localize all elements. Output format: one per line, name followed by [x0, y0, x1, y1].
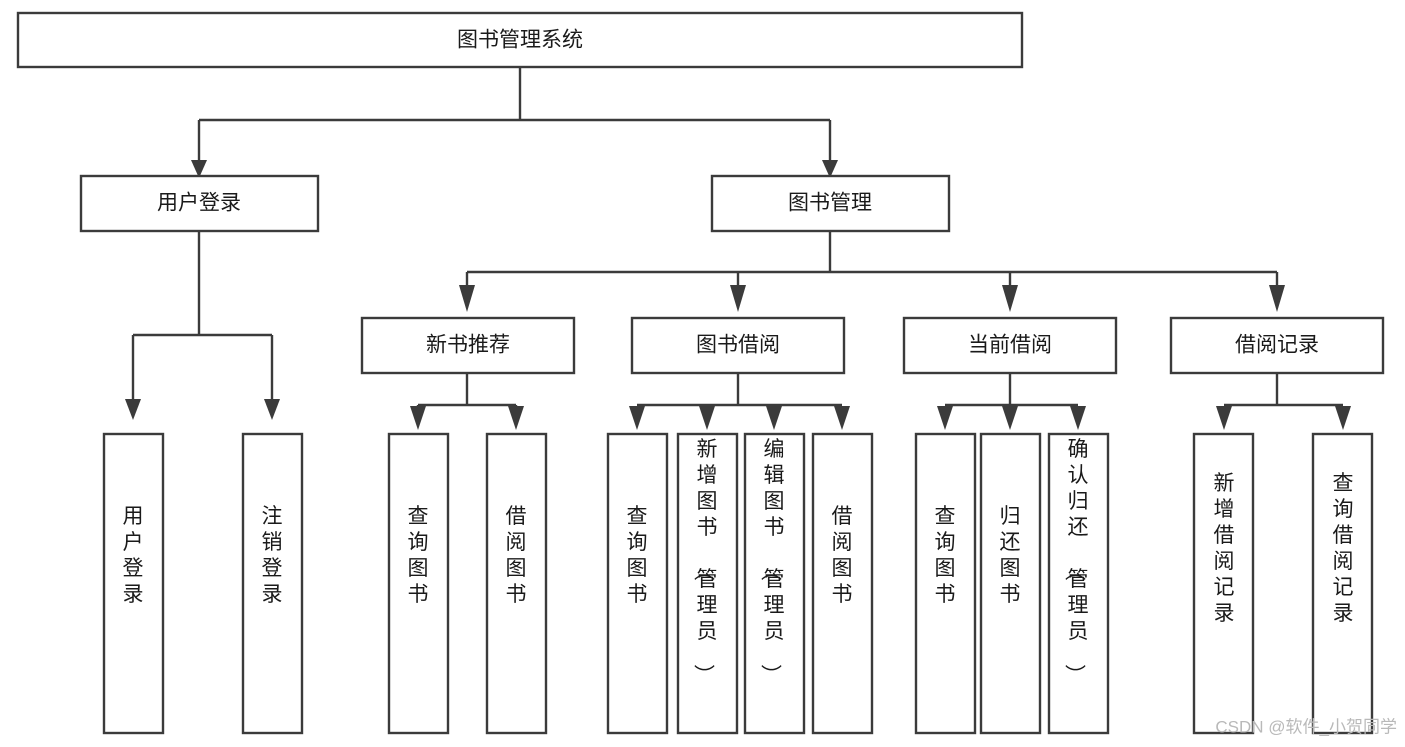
leaf-add-record-box[interactable] [1192, 432, 1255, 735]
node-leaf-query-book-1[interactable]: 查询图书 [387, 432, 450, 735]
leaf-confirm-return-label: 确认归还（管理员） [1063, 438, 1089, 685]
node-leaf-query-book-2[interactable]: 查询图书 [606, 432, 669, 735]
arrow-head-current-borrow [1002, 285, 1018, 312]
arrow-head-leaf-confirm-return [1070, 406, 1086, 430]
arrow-head-leaf-query-book-1 [410, 406, 426, 430]
root-label: 图书管理系统 [457, 29, 583, 52]
arrow-head-user-login [191, 160, 207, 178]
arrow-head-leaf-query-book-3 [937, 406, 953, 430]
leaf-query-record-box[interactable] [1311, 432, 1374, 735]
node-leaf-confirm-return[interactable]: 确认归还（管理员） [1047, 432, 1110, 735]
leaf-borrow-book-2-label: 借阅图书 [832, 505, 853, 606]
node-leaf-edit-book[interactable]: 编辑图书（管理员） [743, 432, 806, 735]
node-book-management[interactable]: 图书管理 [710, 174, 951, 233]
leaf-query-book-3-label: 查询图书 [935, 505, 956, 606]
leaf-query-book-1-label: 查询图书 [408, 505, 429, 606]
leaf-query-book-3-box[interactable] [914, 432, 977, 735]
node-leaf-borrow-book-1[interactable]: 借阅图书 [485, 432, 548, 735]
node-leaf-add-record[interactable]: 新增借阅记录 [1192, 432, 1255, 735]
book-management-box[interactable] [710, 174, 951, 233]
node-leaf-user-login[interactable]: 用户登录 [102, 432, 165, 735]
arrow-head-leaf-user-login [125, 399, 141, 420]
user-login-label: 用户登录 [157, 192, 241, 215]
node-book-borrow[interactable]: 图书借阅 [630, 316, 846, 375]
arrow-head-book-management [822, 160, 838, 178]
node-leaf-borrow-book-2[interactable]: 借阅图书 [811, 432, 874, 735]
node-user-login[interactable]: 用户登录 [79, 174, 320, 233]
leaf-query-record-label: 查询借阅记录 [1333, 472, 1354, 625]
current-borrow-label: 当前借阅 [968, 334, 1052, 357]
arrow-head-leaf-add-record [1216, 406, 1232, 430]
leaf-user-logout-box[interactable] [241, 432, 304, 735]
leaf-add-book-label: 新增图书（管理员） [692, 438, 718, 685]
node-leaf-return-book[interactable]: 归还图书 [979, 432, 1042, 735]
arrow-head-leaf-query-record [1335, 406, 1351, 430]
node-leaf-query-record[interactable]: 查询借阅记录 [1311, 432, 1374, 735]
user-login-box[interactable] [79, 174, 320, 233]
arrow-head-leaf-add-book [699, 406, 715, 430]
leaf-confirm-return-box[interactable] [1047, 432, 1110, 735]
leaf-query-book-1-box[interactable] [387, 432, 450, 735]
node-leaf-add-book[interactable]: 新增图书（管理员） [676, 432, 739, 735]
book-management-label: 图书管理 [788, 192, 872, 215]
connector-layer [125, 67, 1351, 430]
leaf-borrow-book-2-box[interactable] [811, 432, 874, 735]
node-leaf-query-book-3[interactable]: 查询图书 [914, 432, 977, 735]
leaf-user-logout-label: 注销登录 [262, 505, 283, 606]
borrow-record-box[interactable] [1169, 316, 1385, 375]
leaf-edit-book-box[interactable] [743, 432, 806, 735]
arrow-head-leaf-edit-book [766, 406, 782, 430]
leaf-user-login-box[interactable] [102, 432, 165, 735]
arrow-head-leaf-borrow-book-2 [834, 406, 850, 430]
root-box[interactable] [16, 11, 1024, 69]
new-book-recommend-box[interactable] [360, 316, 576, 375]
node-leaf-user-logout[interactable]: 注销登录 [241, 432, 304, 735]
arrow-head-borrow-record [1269, 285, 1285, 312]
node-root-book-management-system[interactable]: 图书管理系统 [16, 11, 1024, 69]
leaf-borrow-book-1-label: 借阅图书 [506, 505, 527, 606]
arrow-head-book-borrow [730, 285, 746, 312]
arrow-head-leaf-return-book [1002, 406, 1018, 430]
arrow-head-new-book-recommend [459, 285, 475, 312]
leaf-return-book-box[interactable] [979, 432, 1042, 735]
leaf-edit-book-label: 编辑图书（管理员） [759, 438, 785, 685]
node-borrow-record[interactable]: 借阅记录 [1169, 316, 1385, 375]
leaf-borrow-book-1-box[interactable] [485, 432, 548, 735]
leaf-query-book-2-label: 查询图书 [627, 505, 648, 606]
leaf-add-book-box[interactable] [676, 432, 739, 735]
node-new-book-recommend[interactable]: 新书推荐 [360, 316, 576, 375]
arrow-head-leaf-user-logout [264, 399, 280, 420]
book-borrow-label: 图书借阅 [696, 334, 780, 357]
new-book-recommend-label: 新书推荐 [426, 334, 510, 357]
arrow-head-leaf-borrow-book-1 [508, 406, 524, 430]
arrow-head-leaf-query-book-2 [629, 406, 645, 430]
book-borrow-box[interactable] [630, 316, 846, 375]
leaf-return-book-label: 归还图书 [1000, 505, 1021, 606]
csdn-watermark: CSDN @软件_小贺同学 [1215, 717, 1397, 736]
leaf-add-record-label: 新增借阅记录 [1214, 472, 1235, 625]
current-borrow-box[interactable] [902, 316, 1118, 375]
borrow-record-label: 借阅记录 [1235, 334, 1319, 357]
node-current-borrow[interactable]: 当前借阅 [902, 316, 1118, 375]
leaf-user-login-label: 用户登录 [123, 505, 144, 606]
leaf-query-book-2-box[interactable] [606, 432, 669, 735]
